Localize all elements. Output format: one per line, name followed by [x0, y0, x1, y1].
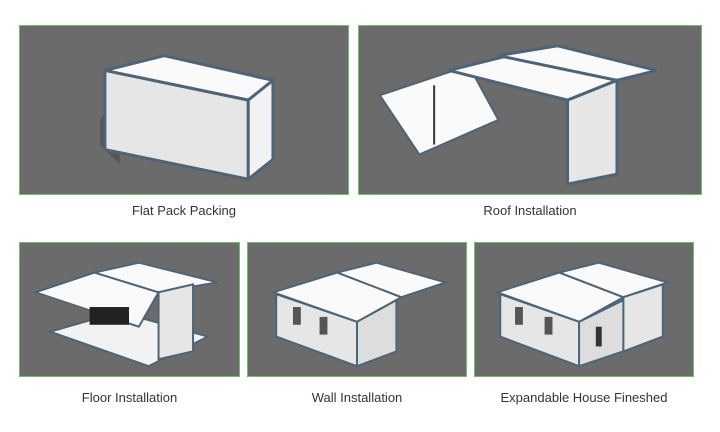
roof-installation-illustration — [378, 44, 657, 186]
step-2-label: Roof Installation — [483, 203, 577, 218]
step-5-label: Expandable House Fineshed — [500, 390, 668, 405]
finished-house-illustration — [494, 261, 672, 368]
step-3-label: Floor Installation — [81, 390, 178, 405]
step-4-label: Wall Installation — [311, 390, 403, 405]
floor-installation-illustration — [32, 261, 218, 368]
step-1-image — [19, 25, 349, 195]
step-3-image — [19, 242, 240, 377]
container-packed-illustration — [100, 54, 277, 183]
step-4-image — [247, 242, 467, 377]
step-1-label: Flat Pack Packing — [131, 203, 237, 218]
step-2-image — [358, 25, 702, 195]
wall-installation-illustration — [270, 261, 449, 368]
step-5-image — [474, 242, 694, 377]
